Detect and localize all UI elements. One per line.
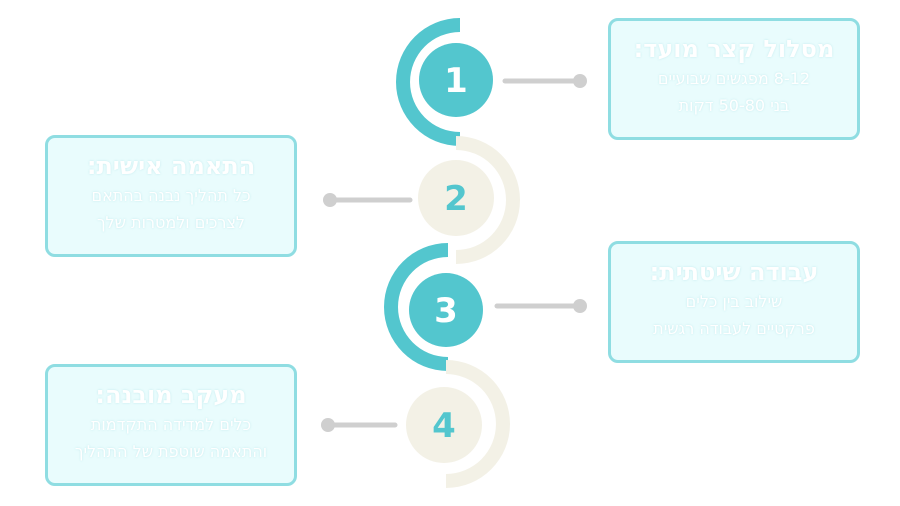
step-4-title: מעקב מובנה: (95, 381, 247, 409)
step-2-number: 2 (444, 179, 468, 219)
step-3-node: 3 (384, 243, 483, 371)
step-1-arc (396, 18, 460, 146)
step-3-arc (384, 243, 448, 371)
step-1-title: מסלול קצר מועד: (633, 35, 835, 63)
step-3-title: עבודה שיטתית: (649, 258, 819, 286)
step-2-line-2: לצרכים ולמטרות שלך (96, 213, 246, 232)
step-1-connector (502, 74, 587, 88)
step-4-number: 4 (432, 406, 456, 446)
step-1-line-2: בני 50-80 דקות (678, 96, 790, 115)
step-4-circle (406, 387, 482, 463)
step-4-card: מעקב מובנה: כלים למדידה התקדמות והתאמה ש… (45, 364, 297, 486)
step-4-connector (321, 418, 398, 432)
step-2-connector (323, 193, 413, 207)
step-2-arc (456, 136, 520, 264)
step-3-line-2: פרקטיים לעבודה רגשית (653, 319, 815, 338)
step-4-line-2: והתאמה שוטפת של התהליך (74, 442, 268, 461)
step-4-node: 4 (406, 360, 510, 488)
step-1-circle (419, 43, 493, 117)
step-3-line-1: שילוב בין כלים (685, 292, 783, 311)
step-3-circle (409, 273, 483, 347)
step-2-circle (418, 160, 494, 236)
step-1-number: 1 (444, 61, 468, 101)
step-3-connector (494, 299, 587, 313)
step-2-node: 2 (418, 136, 520, 264)
step-4-line-1: כלים למדידה התקדמות (90, 415, 252, 434)
step-2-title: התאמה אישית: (86, 152, 256, 180)
step-3-card: עבודה שיטתית: שילוב בין כלים פרקטיים לעב… (608, 241, 860, 363)
step-1-line-1: 8-12 מפגשים שבועיים (657, 69, 811, 88)
step-2-line-1: כל תהליך נבנה בהתאם (91, 186, 251, 205)
step-3-number: 3 (434, 291, 458, 331)
step-2-card: התאמה אישית: כל תהליך נבנה בהתאם לצרכים … (45, 135, 297, 257)
step-1-node: 1 (396, 18, 493, 146)
step-1-card: מסלול קצר מועד: 8-12 מפגשים שבועיים בני … (608, 18, 860, 140)
step-4-arc (446, 360, 510, 488)
